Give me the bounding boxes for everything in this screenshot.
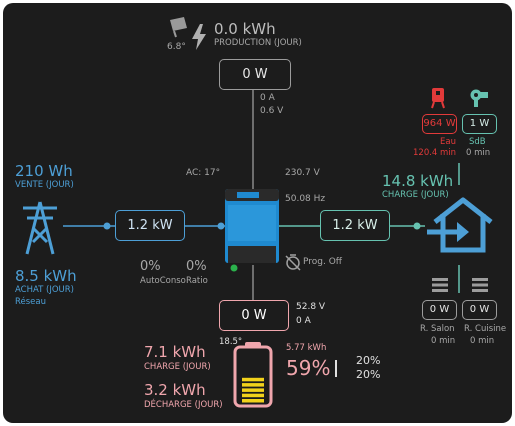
battery-level-bar [242,377,264,382]
battery-voltage: 52.8 V [296,302,326,312]
grid-name: Réseau [15,297,47,307]
solar-energy: 0.0 kWh [214,20,276,38]
kitchen-radiator-runtime: 0 min [470,336,495,346]
flow-lines [63,89,460,300]
grid-power-box[interactable]: 1.2 kW [115,210,185,241]
water-heater-power-box[interactable]: 964 W [422,114,457,134]
battery-discharge-label: DÉCHARGE (JOUR) [144,400,223,410]
home-power-box[interactable]: 1.2 kW [320,210,390,241]
radiator-icon [472,278,488,292]
autoconso-percent: 0% [140,259,161,274]
battery-charge-energy: 7.1 kWh [144,343,206,361]
autoconso-label: AutoConso [140,276,186,286]
energy-flow-card: 6.8° 0.0 kWh PRODUCTION (JOUR) 0 W 0 A 0… [3,3,512,423]
bathroom-power-box[interactable]: 1 W [462,114,497,134]
kitchen-radiator-power-box[interactable]: 0 W [462,300,497,320]
battery-current: 0 A [296,316,311,326]
soc-divider [335,360,337,377]
kitchen-radiator-name: R. Cuisine [464,324,507,334]
battery-limit-bottom: 20% [356,368,381,381]
salon-radiator-runtime: 0 min [431,336,456,346]
salon-radiator-name: R. Salon [420,324,455,334]
grid-sold-energy: 210 Wh [15,162,73,180]
home-import-icon [427,197,493,253]
bathroom-runtime: 0 min [466,148,491,158]
grid-bought-energy: 8.5 kWh [15,267,77,285]
battery-discharge-energy: 3.2 kWh [144,381,206,399]
timer-off-icon [285,254,301,271]
radiator-icon [432,278,448,292]
power-pylon-icon [23,201,57,255]
battery-icon [233,342,273,408]
solar-current: 0 A [260,93,275,103]
ratio-percent: 0% [186,259,207,274]
water-heater-runtime: 120.4 min [413,148,457,158]
battery-level-bar [242,388,264,392]
battery-power-box[interactable]: 0 W [219,300,289,331]
lightning-icon [192,24,206,50]
battery-limit-top: 20% [356,354,381,367]
battery-charge-label: CHARGE (JOUR) [144,362,211,372]
solar-panel-icon [170,17,187,38]
battery-soc: 59% [286,356,331,380]
inverter-voltage: 230.7 V [285,168,320,178]
battery-level-bar [242,393,264,398]
grid-bought-label: ACHAT (JOUR) [15,285,74,295]
battery-level-bar [242,383,264,387]
inverter-frequency: 50.08 Hz [285,194,326,204]
hair-dryer-icon [470,89,488,107]
home-energy: 14.8 kWh [382,172,454,190]
inverter-icon[interactable] [225,189,279,272]
solar-voltage: 0.6 V [260,106,284,116]
battery-level-bar [242,399,264,403]
solar-angle: 6.8° [167,42,186,52]
solar-energy-label: PRODUCTION (JOUR) [214,38,302,48]
battery-stored-energy: 5.77 kWh [286,343,327,353]
water-heater-name: Eau [440,137,456,147]
grid-sold-label: VENTE (JOUR) [15,180,74,190]
ratio-label: Ratio [186,276,208,286]
salon-radiator-power-box[interactable]: 0 W [422,300,457,320]
solar-power-box[interactable]: 0 W [219,59,291,90]
inverter-ac-temp: AC: 17° [186,168,221,178]
inverter-prog-status: Prog. Off [303,257,342,267]
water-heater-icon [431,88,445,109]
home-energy-label: CHARGE (JOUR) [382,190,449,200]
bathroom-name: SdB [469,137,486,147]
battery-temp: 18.5° [219,337,243,347]
